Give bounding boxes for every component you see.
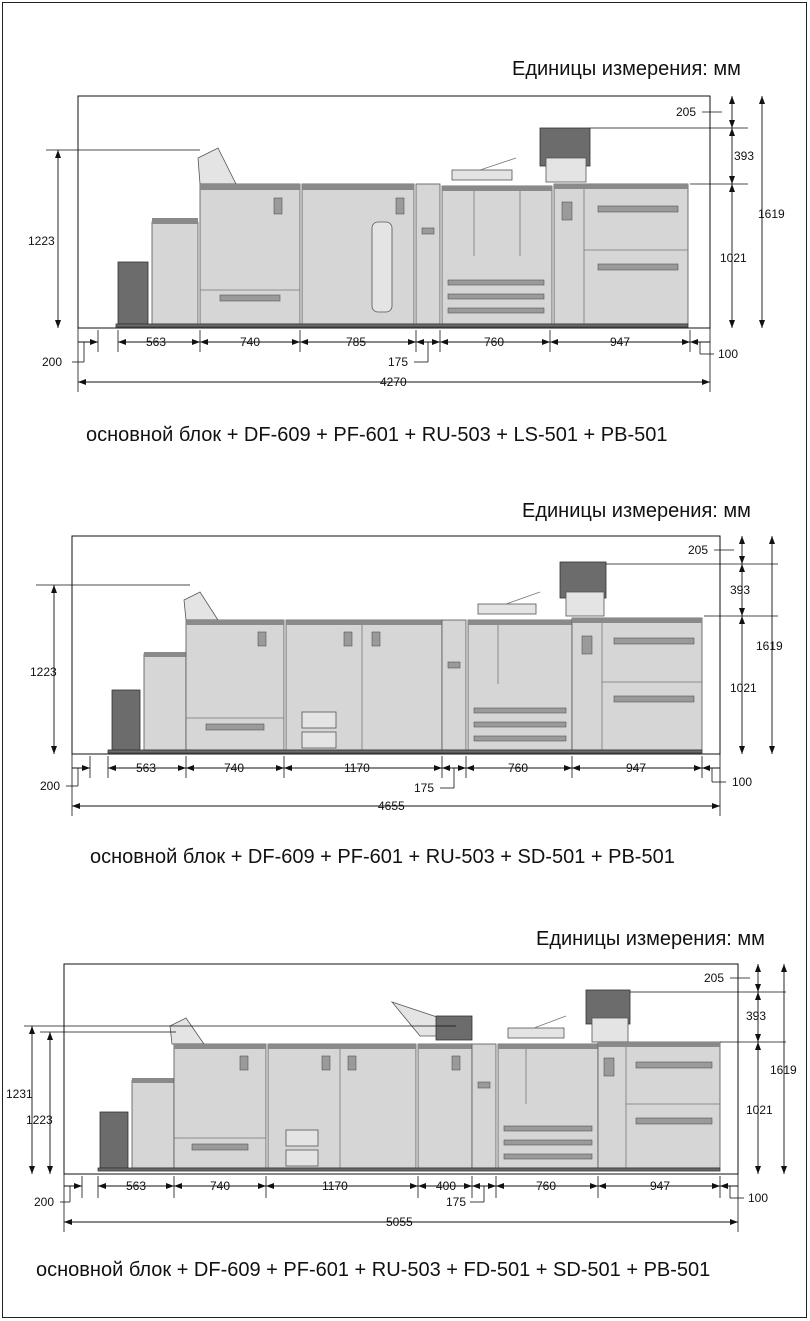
units-label-1: Единицы измерения: мм [512,58,741,80]
machine-illustration-3 [97,989,721,1172]
total-width-2: 4655 [378,799,405,813]
total-width-1: 4270 [380,375,407,389]
caption-3: основной блок + DF-609 + PF-601 + RU-503… [36,1259,711,1281]
width-947-1: 947 [610,335,630,349]
width-1170-2: 1170 [344,761,370,775]
diagram-2: 1223 205 393 1021 1619 200 563 740 1170 … [30,535,783,816]
total-width-3: 5055 [386,1215,413,1229]
width-740-1: 740 [240,335,260,349]
units-label-2: Единицы измерения: мм [522,500,751,522]
height-205-2: 205 [688,543,708,557]
height-1223-1: 1223 [28,234,55,248]
footprint-outline-3 [63,963,739,1175]
width-1170-3: 1170 [322,1179,348,1193]
width-760-2: 760 [508,761,528,775]
width-100-3: 100 [748,1191,768,1205]
machine-illustration-2 [107,561,703,754]
height-1619-2: 1619 [756,639,783,653]
width-100-2: 100 [732,775,752,789]
width-760-3: 760 [536,1179,556,1193]
height-205-3: 205 [704,971,724,985]
width-200-1: 200 [42,355,62,369]
height-1021-1: 1021 [720,251,747,265]
height-1619-3: 1619 [770,1063,797,1077]
width-785-1: 785 [346,335,366,349]
width-400-3: 400 [436,1179,456,1193]
units-label-3: Единицы измерения: мм [536,928,765,950]
footprint-outline-2 [71,535,721,755]
height-1223-3: 1223 [26,1113,53,1127]
height-1223-2: 1223 [30,665,57,679]
height-393-2: 393 [730,583,750,597]
diagram-3: 1231 1223 205 393 1021 1619 200 563 740 … [6,963,797,1232]
caption-1: основной блок + DF-609 + PF-601 + RU-503… [86,424,668,446]
diagram-1: 1223 205 393 1021 1619 200 563 740 785 [28,95,785,392]
width-200-3: 200 [34,1195,54,1209]
height-1021-2: 1021 [730,681,757,695]
width-175-3: 175 [446,1195,466,1209]
machine-illustration-1 [115,127,689,328]
height-1619-1: 1619 [758,207,785,221]
width-740-2: 740 [224,761,244,775]
footprint-outline-1 [77,95,711,329]
width-175-2: 175 [414,781,434,795]
width-760-1: 760 [484,335,504,349]
height-1021-3: 1021 [746,1103,773,1117]
width-563-1: 563 [146,335,166,349]
width-200-2: 200 [40,779,60,793]
width-947-3: 947 [650,1179,670,1193]
caption-2: основной блок + DF-609 + PF-601 + RU-503… [90,846,675,868]
width-740-3: 740 [210,1179,230,1193]
height-1231-3: 1231 [6,1087,33,1101]
width-563-2: 563 [136,761,156,775]
width-563-3: 563 [126,1179,146,1193]
width-100-1: 100 [718,347,738,361]
height-393-1: 393 [734,149,754,163]
width-175-1: 175 [388,355,408,369]
width-947-2: 947 [626,761,646,775]
height-393-3: 393 [746,1009,766,1023]
height-205-1: 205 [676,105,696,119]
